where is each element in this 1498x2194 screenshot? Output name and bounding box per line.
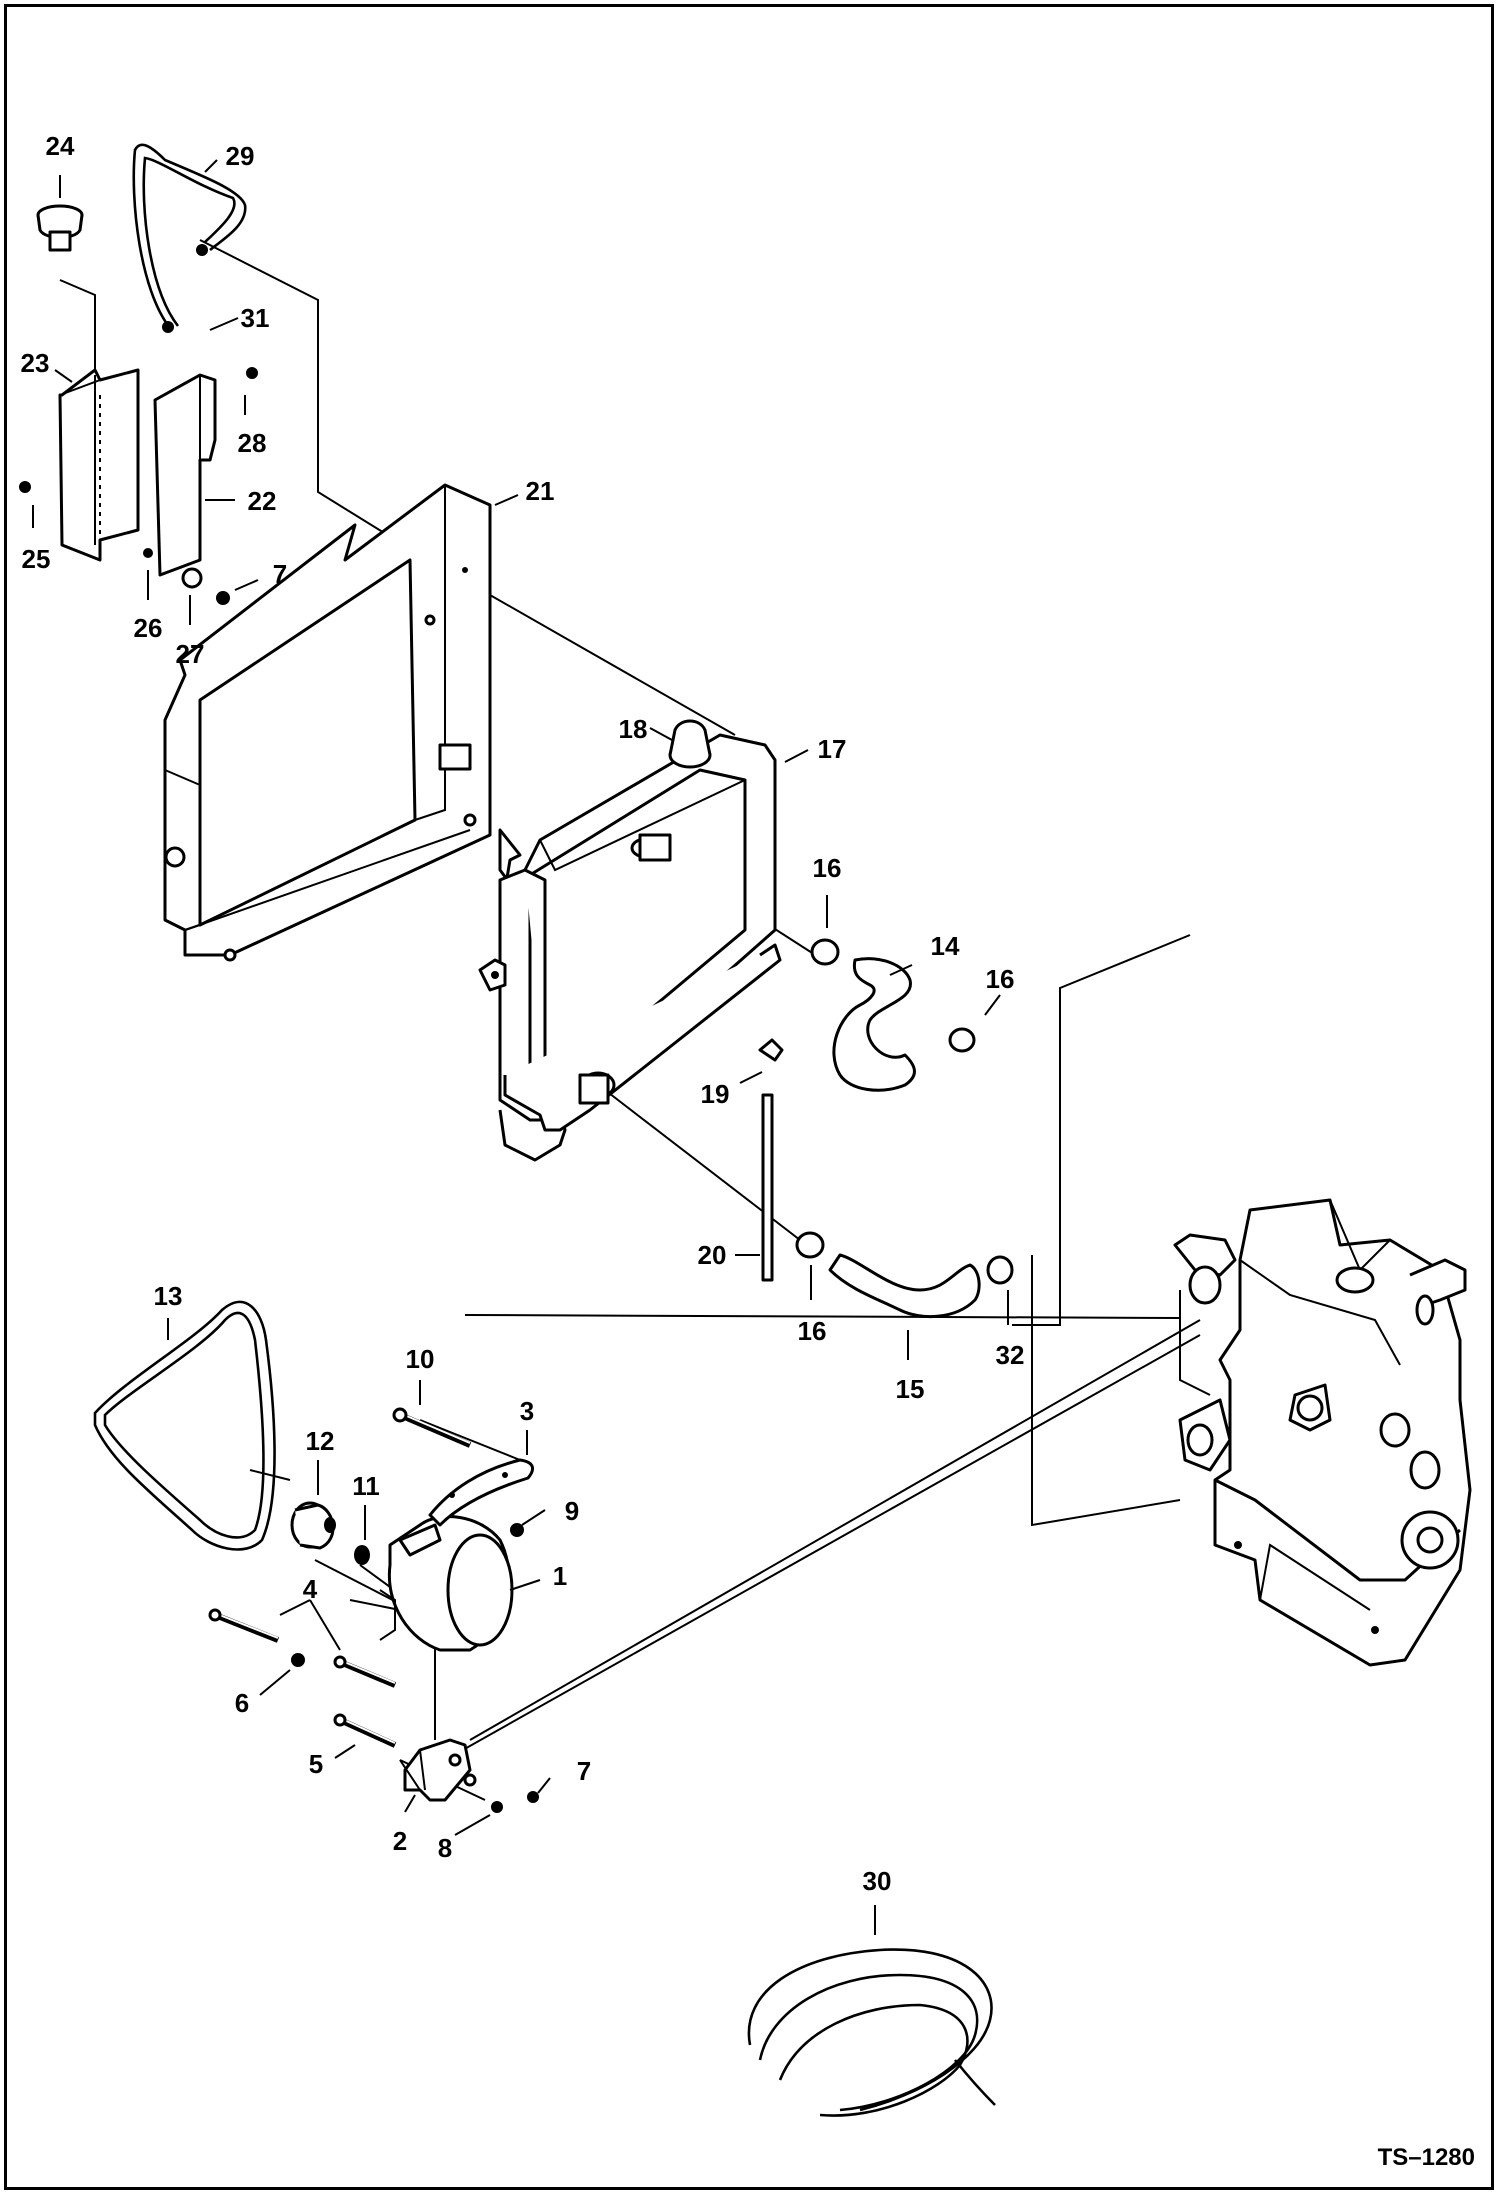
callout-16-upper-right: 16 [986, 964, 1015, 994]
lower-hose-15 [828, 1253, 981, 1319]
bolts-and-nuts [208, 1407, 539, 1813]
callout-5: 5 [309, 1749, 323, 1779]
hose-clamps-16 [795, 938, 1014, 1285]
callout-32: 32 [996, 1340, 1025, 1370]
callout-10: 10 [406, 1344, 435, 1374]
callout-labels: 24 29 31 23 28 22 25 26 27 7 21 18 17 16… [21, 131, 1025, 1896]
callout-4: 4 [303, 1574, 318, 1604]
reservoir-cap-24 [36, 204, 84, 252]
reservoir-bracket-22 [19, 367, 258, 605]
callout-13: 13 [154, 1281, 183, 1311]
alternator-bracket-2 [399, 1738, 477, 1802]
radiator-17 [478, 719, 782, 1162]
page-border [4, 4, 1494, 2190]
callout-23: 23 [21, 348, 50, 378]
hose-coil-30 [747, 1948, 996, 2117]
spacer-11 [354, 1545, 370, 1565]
upper-hose-14 [832, 957, 916, 1092]
callout-19: 19 [701, 1079, 730, 1109]
callout-21: 21 [526, 476, 555, 506]
fan-pulley-12 [290, 1501, 336, 1550]
callout-27: 27 [176, 639, 205, 669]
callout-12: 12 [306, 1426, 335, 1456]
callout-20: 20 [698, 1240, 727, 1270]
callout-9: 9 [565, 1496, 579, 1526]
callout-28: 28 [238, 428, 267, 458]
radiator-shroud-21 [163, 483, 492, 962]
overflow-hose-29 [132, 143, 247, 333]
callout-3: 3 [520, 1396, 534, 1426]
callout-2: 2 [393, 1826, 407, 1856]
callout-24: 24 [46, 131, 75, 161]
callout-31: 31 [241, 303, 270, 333]
callout-30: 30 [863, 1866, 892, 1896]
callout-17: 17 [818, 734, 847, 764]
callout-16-upper-left: 16 [813, 853, 842, 883]
callout-7-lower: 7 [577, 1756, 591, 1786]
callout-1: 1 [553, 1561, 567, 1591]
alternator-1 [379, 1515, 514, 1652]
coolant-reservoir-23 [58, 368, 140, 562]
callout-14: 14 [931, 931, 960, 961]
callout-18: 18 [619, 714, 648, 744]
callout-11: 11 [352, 1471, 380, 1501]
callout-26: 26 [134, 613, 163, 643]
callout-25: 25 [22, 544, 51, 574]
callout-29: 29 [226, 141, 255, 171]
engine-block [1173, 1198, 1472, 1667]
callout-8: 8 [438, 1833, 452, 1863]
callout-16-lower: 16 [798, 1316, 827, 1346]
drain-valve-19-20 [758, 1038, 784, 1282]
callout-7-upper: 7 [273, 559, 287, 589]
drawing-code: TS–1280 [1378, 2144, 1475, 2171]
callout-22: 22 [248, 486, 277, 516]
fan-belt-13 [93, 1300, 276, 1551]
callout-leaders [32, 159, 1009, 1935]
callout-6: 6 [235, 1688, 249, 1718]
adjusting-strap-3 [428, 1458, 534, 1527]
callout-15: 15 [896, 1374, 925, 1404]
